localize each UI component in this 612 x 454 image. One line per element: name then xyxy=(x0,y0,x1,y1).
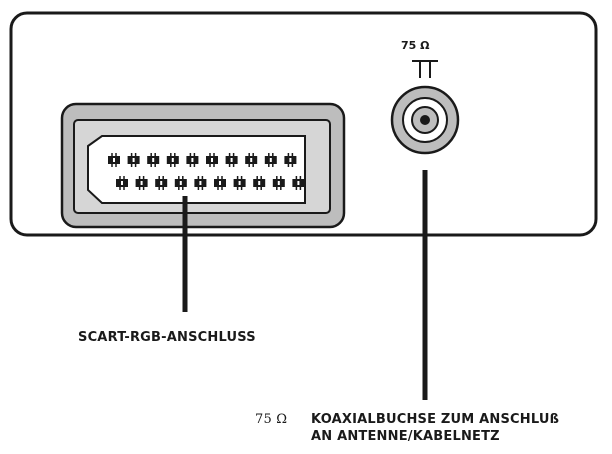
antenna-symbol-icon xyxy=(412,60,438,78)
scart-pin xyxy=(245,153,258,167)
scart-pins xyxy=(108,153,305,190)
scart-pin xyxy=(233,176,246,190)
scart-pin xyxy=(264,153,277,167)
scart-connector-body xyxy=(87,135,306,204)
scart-pin xyxy=(284,153,297,167)
scart-pin xyxy=(116,176,128,190)
coax-impedance-label: 75 Ω xyxy=(255,412,288,427)
scart-pin xyxy=(225,153,238,167)
coaxial-socket-icon xyxy=(390,85,460,155)
scart-label: SCART-RGB-ANSCHLUSS xyxy=(78,330,256,345)
scart-pin xyxy=(135,176,148,190)
scart-pin xyxy=(292,176,305,190)
scart-pin xyxy=(108,153,120,167)
scart-pin xyxy=(186,153,199,167)
scart-pin xyxy=(253,176,266,190)
scart-pin xyxy=(272,176,285,190)
coax-label-line-1: KOAXIALBUCHSE ZUM ANSCHLUß xyxy=(311,412,560,427)
scart-pin xyxy=(155,176,168,190)
scart-pin xyxy=(206,153,218,167)
coax-center-pin xyxy=(420,115,430,125)
scart-connector-icon xyxy=(60,102,346,229)
scart-pin xyxy=(127,153,140,167)
scart-pin xyxy=(194,176,207,190)
panel-impedance-label: 75 Ω xyxy=(401,39,430,52)
scart-pin xyxy=(147,153,160,167)
scart-pin xyxy=(214,176,226,190)
scart-pin xyxy=(174,176,187,190)
scart-pin xyxy=(166,153,179,167)
coax-label-line-2: AN ANTENNE/KABELNETZ xyxy=(311,429,500,444)
